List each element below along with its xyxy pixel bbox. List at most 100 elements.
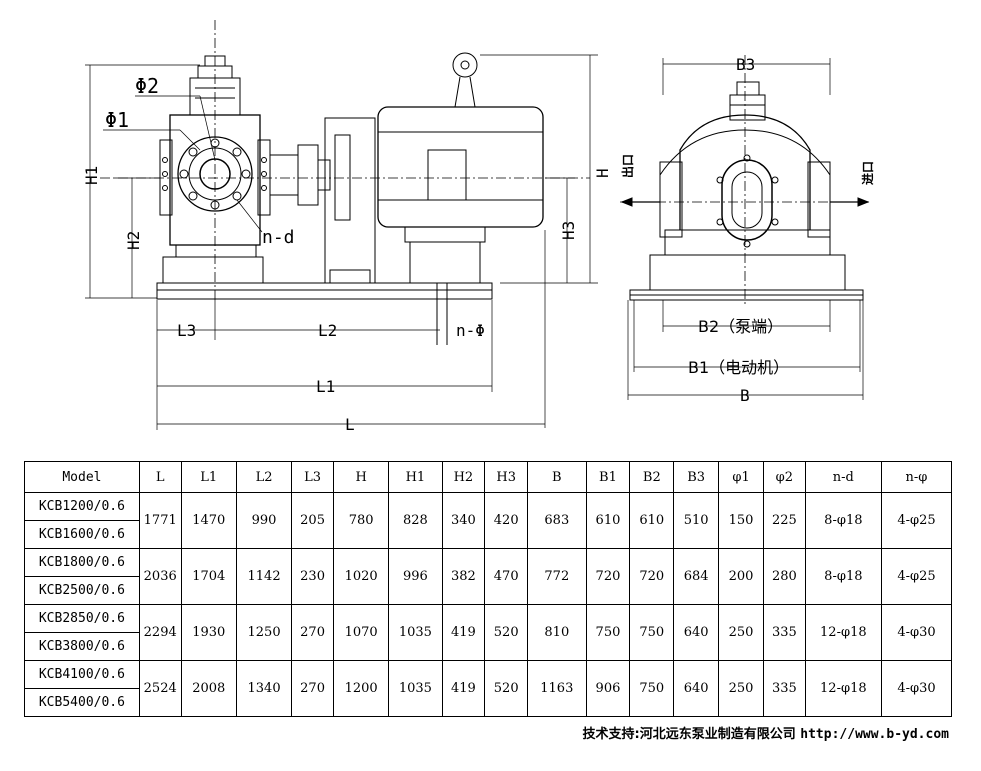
value-cell: 270 xyxy=(291,660,334,717)
model-cell: KCB1200/0.6 xyxy=(24,492,140,521)
value-cell: 4-φ30 xyxy=(880,604,953,661)
value-cell: 8-φ18 xyxy=(804,548,882,605)
label-phi1: Φ1 xyxy=(105,108,129,132)
label-l: L xyxy=(345,415,355,434)
label-b: B xyxy=(740,386,750,405)
label-h3: H3 xyxy=(559,221,578,240)
column-header: B2 xyxy=(629,461,675,493)
label-b3: B3 xyxy=(736,55,755,74)
value-cell: 720 xyxy=(585,548,631,605)
label-outlet: 出口 xyxy=(620,154,635,178)
value-cell: 200 xyxy=(718,548,764,605)
model-cell: KCB1800/0.6 xyxy=(24,548,140,577)
column-header: B xyxy=(527,461,587,493)
value-cell: 520 xyxy=(484,660,529,717)
label-inlet: 进口 xyxy=(860,161,875,185)
value-cell: 2008 xyxy=(180,660,237,717)
value-cell: 420 xyxy=(484,492,529,549)
value-cell: 250 xyxy=(718,660,764,717)
column-header: L3 xyxy=(291,461,334,493)
column-header: B1 xyxy=(585,461,631,493)
label-b2: B2（泵端） xyxy=(698,317,783,336)
value-cell: 1035 xyxy=(388,604,443,661)
value-cell: 720 xyxy=(629,548,675,605)
end-view xyxy=(620,55,870,400)
pump-assembly-drawing: Φ2 Φ1 n-d H1 H2 H H3 L3 L2 n-Φ L1 L B3 B… xyxy=(82,20,875,434)
column-header: L2 xyxy=(235,461,293,493)
model-cell: KCB5400/0.6 xyxy=(24,688,140,717)
footer-support: 技术支持:河北远东泵业制造有限公司 xyxy=(582,727,796,742)
column-header: B3 xyxy=(673,461,720,493)
value-cell: 1035 xyxy=(388,660,443,717)
value-cell: 1163 xyxy=(527,660,587,717)
value-cell: 1704 xyxy=(180,548,237,605)
value-cell: 996 xyxy=(388,548,443,605)
value-cell: 225 xyxy=(762,492,806,549)
column-header: H1 xyxy=(388,461,443,493)
column-header: H2 xyxy=(441,461,486,493)
table-row: KCB5400/0.6 xyxy=(24,688,952,717)
label-l1: L1 xyxy=(316,377,335,396)
value-cell: 610 xyxy=(585,492,631,549)
value-cell: 12-φ18 xyxy=(804,604,882,661)
value-cell: 750 xyxy=(585,604,631,661)
model-cell: KCB1600/0.6 xyxy=(24,520,140,549)
label-l2: L2 xyxy=(318,321,337,340)
model-cell: KCB2500/0.6 xyxy=(24,576,140,605)
value-cell: 12-φ18 xyxy=(804,660,882,717)
label-n-phi: n-Φ xyxy=(456,321,485,340)
value-cell: 2524 xyxy=(138,660,182,717)
value-cell: 750 xyxy=(629,660,675,717)
model-cell: KCB4100/0.6 xyxy=(24,660,140,689)
value-cell: 340 xyxy=(441,492,486,549)
value-cell: 335 xyxy=(762,604,806,661)
value-cell: 4-φ30 xyxy=(880,660,953,717)
label-h2: H2 xyxy=(124,231,143,250)
table-row: KCB1600/0.6 xyxy=(24,520,952,549)
value-cell: 1070 xyxy=(332,604,390,661)
value-cell: 780 xyxy=(332,492,390,549)
value-cell: 335 xyxy=(762,660,806,717)
column-header: L xyxy=(138,461,182,493)
label-phi2: Φ2 xyxy=(135,74,159,98)
column-header: n-φ xyxy=(880,461,953,493)
value-cell: 1470 xyxy=(180,492,237,549)
value-cell: 1340 xyxy=(235,660,293,717)
value-cell: 510 xyxy=(673,492,720,549)
value-cell: 810 xyxy=(527,604,587,661)
side-view xyxy=(85,20,598,430)
value-cell: 4-φ25 xyxy=(880,492,953,549)
value-cell: 1250 xyxy=(235,604,293,661)
value-cell: 2294 xyxy=(138,604,182,661)
value-cell: 2036 xyxy=(138,548,182,605)
value-cell: 419 xyxy=(441,660,486,717)
value-cell: 990 xyxy=(235,492,293,549)
column-header: φ2 xyxy=(762,461,806,493)
column-header: Model xyxy=(24,461,140,493)
label-n-d: n-d xyxy=(262,227,295,248)
value-cell: 230 xyxy=(291,548,334,605)
label-h1: H1 xyxy=(82,166,101,185)
column-header: φ1 xyxy=(718,461,764,493)
value-cell: 4-φ25 xyxy=(880,548,953,605)
value-cell: 280 xyxy=(762,548,806,605)
value-cell: 8-φ18 xyxy=(804,492,882,549)
value-cell: 250 xyxy=(718,604,764,661)
label-h: H xyxy=(593,168,612,178)
table-row: KCB2500/0.6 xyxy=(24,576,952,605)
value-cell: 382 xyxy=(441,548,486,605)
footer: 技术支持:河北远东泵业制造有限公司 http://www.b-yd.com xyxy=(583,723,949,742)
model-cell: KCB3800/0.6 xyxy=(24,632,140,661)
value-cell: 640 xyxy=(673,660,720,717)
footer-url[interactable]: http://www.b-yd.com xyxy=(800,727,949,742)
column-header: H3 xyxy=(484,461,529,493)
value-cell: 1930 xyxy=(180,604,237,661)
value-cell: 419 xyxy=(441,604,486,661)
value-cell: 1771 xyxy=(138,492,182,549)
value-cell: 684 xyxy=(673,548,720,605)
